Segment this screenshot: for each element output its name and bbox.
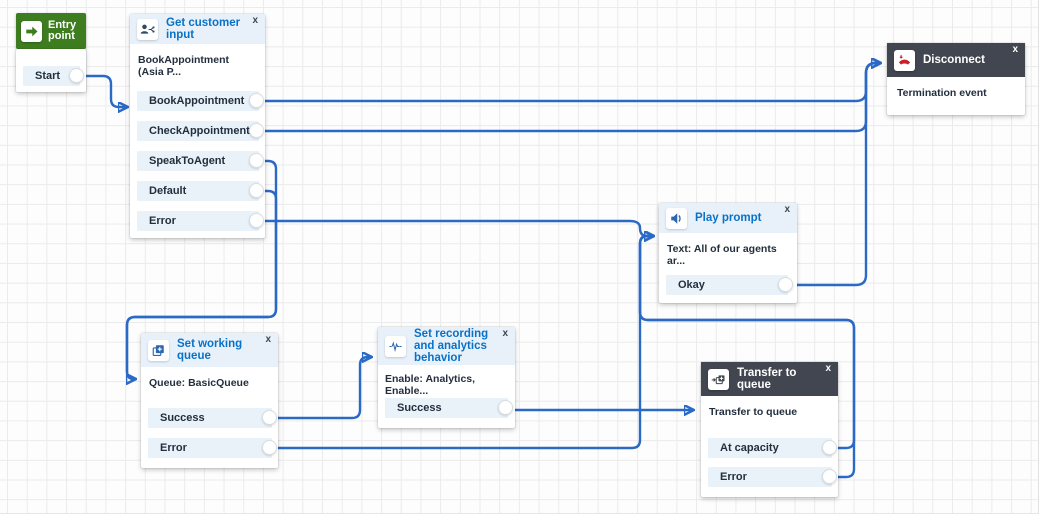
output-port-bookappointment[interactable] [249,93,264,108]
node-title: Entry point [48,19,77,42]
connector-swq-success-to-set-recording[interactable] [268,357,371,420]
customer-input-icon [137,18,158,40]
close-icon[interactable]: x [784,204,790,215]
node-title: Get customer input [166,17,241,41]
output-row-at-capacity: At capacity [708,438,837,458]
entry-arrow-icon [21,20,42,42]
close-icon[interactable]: x [1012,44,1018,55]
output-label: Default [149,185,187,197]
output-port-at-capacity[interactable] [822,440,837,455]
close-icon[interactable]: x [265,334,271,345]
output-port-swq-error[interactable] [262,440,277,455]
connector-gci-error-to-play-prompt[interactable] [257,219,653,236]
node-summary: Text: All of our agents ar... [667,243,777,267]
output-port-default[interactable] [249,183,264,198]
output-label: Error [149,215,176,227]
node-title: Play prompt [695,212,762,224]
node-set-working-queue[interactable]: Set working queue x Queue: BasicQueue Su… [141,333,278,468]
output-port-checkappointment[interactable] [249,123,264,138]
output-label: Success [160,412,205,424]
node-summary: Transfer to queue [709,406,798,418]
waveform-icon [385,335,406,357]
close-icon[interactable]: x [252,15,258,26]
output-row-error: Error [708,467,837,487]
node-entry-point[interactable]: Entry point [16,13,86,49]
node-summary: BookAppointment (Asia P... [138,54,229,78]
output-label: Error [720,471,747,483]
node-transfer-to-queue[interactable]: Transfer to queue x Transfer to queue At… [701,362,838,497]
node-summary: Queue: BasicQueue [149,377,249,389]
node-disconnect[interactable]: Disconnect x Termination event [887,43,1025,115]
output-label: Error [160,442,187,454]
close-icon[interactable]: x [825,363,831,374]
output-row-success: Success [385,398,513,418]
output-row-start: Start [23,66,84,86]
speaker-icon [666,207,687,229]
output-port-speaktoagent[interactable] [249,153,264,168]
output-row-bookappointment: BookAppointment [137,91,264,111]
connector-checkappointment-to-disconnect[interactable] [257,63,880,133]
output-row-default: Default [137,181,264,201]
output-label: SpeakToAgent [149,155,226,167]
output-port-okay[interactable] [778,277,793,292]
node-entry-point-outputs[interactable]: Start [16,49,86,92]
output-row-checkappointment: CheckAppointment [137,121,264,141]
node-title: Set working queue [177,338,243,362]
node-title: Disconnect [923,54,985,66]
output-port-swq-success[interactable] [262,410,277,425]
output-label: CheckAppointment [149,125,250,137]
output-port-srab-success[interactable] [498,400,513,415]
connector-ttq-error-to-play-prompt[interactable] [638,236,856,479]
node-play-prompt[interactable]: Play prompt x Text: All of our agents ar… [659,203,797,303]
output-row-error: Error [148,438,277,458]
node-title: Set recording and analytics behavior [414,328,489,364]
connector-bookappointment-to-disconnect[interactable] [257,63,880,103]
queue-plus-icon [148,339,169,361]
node-title: Transfer to queue [737,367,797,391]
hang-up-icon [894,49,915,71]
connector-start-to-get-customer-input[interactable] [75,74,127,107]
output-label: BookAppointment [149,95,245,107]
connector-okay-to-disconnect[interactable] [786,63,880,287]
node-set-recording-analytics[interactable]: Set recording and analytics behavior x E… [378,327,515,428]
output-label: Okay [678,279,705,291]
output-port-gci-error[interactable] [249,213,264,228]
node-summary: Enable: Analytics, Enable... [385,373,476,397]
output-label: Success [397,402,442,414]
output-row-success: Success [148,408,277,428]
connector-default-to-set-working-queue[interactable] [125,189,278,379]
output-row-speaktoagent: SpeakToAgent [137,151,264,171]
output-port-ttq-error[interactable] [822,469,837,484]
output-label: At capacity [720,442,779,454]
node-summary: Termination event [897,87,987,99]
transfer-queue-icon [708,368,729,390]
output-label: Start [35,70,61,82]
output-row-error: Error [137,211,264,231]
output-port-start[interactable] [69,68,84,83]
node-get-customer-input[interactable]: Get customer input x BookAppointment (As… [130,14,265,238]
output-row-okay: Okay [666,275,793,295]
close-icon[interactable]: x [502,328,508,339]
